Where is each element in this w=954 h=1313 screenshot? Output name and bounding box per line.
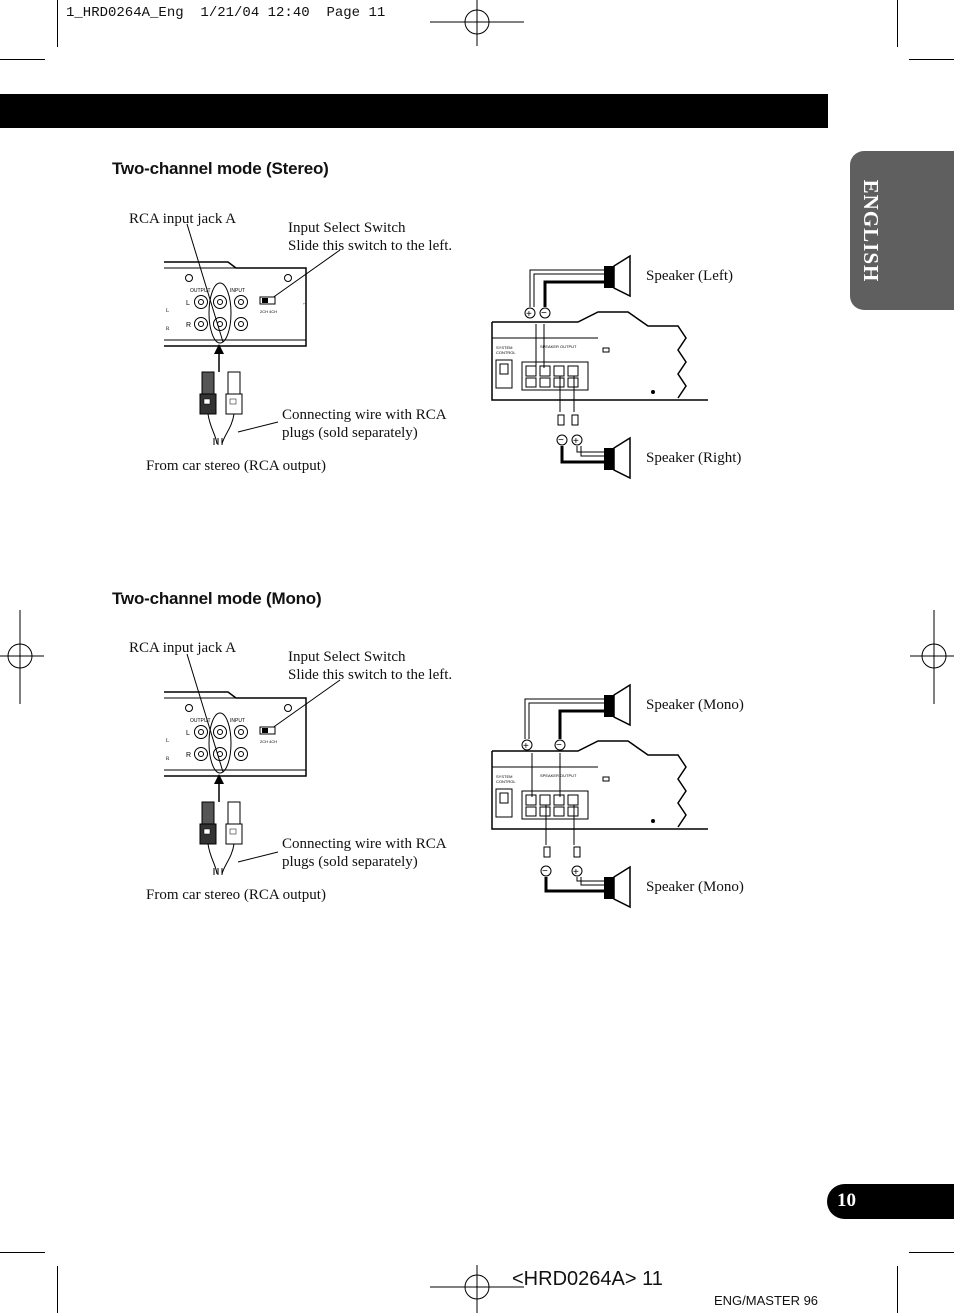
svg-text:−: −: [541, 308, 547, 319]
print-header: 1_HRD0264A_Eng 1/21/04 12:40 Page 11: [66, 5, 386, 21]
svg-text:−: −: [558, 435, 564, 446]
source-label: From car stereo (RCA output): [146, 887, 326, 903]
svg-text:−: −: [542, 866, 548, 877]
svg-text:2CH 4CH: 2CH 4CH: [260, 739, 277, 744]
registration-mark-left: [0, 610, 44, 704]
rca-panel-diagram: OUTPUT INPUT L R 2CH 4CH L R ⌐: [164, 223, 341, 445]
rca-jack-label: RCA input jack A: [129, 640, 237, 656]
amplifier-speaker-diagram: + − SYSTEM CONTROL SPEAKER OUTPUT − +: [491, 254, 708, 480]
svg-text:INPUT: INPUT: [230, 288, 245, 294]
footer-code: <HRD0264A> 11: [512, 1268, 663, 1290]
switch-label: Input Select Switch: [288, 220, 406, 236]
svg-text:R: R: [166, 327, 170, 332]
svg-text:+: +: [526, 309, 532, 320]
speaker-bottom-label: Speaker (Right): [646, 450, 742, 466]
svg-text:R: R: [166, 757, 170, 762]
wire-label-2: plugs (sold separately): [282, 854, 418, 870]
svg-text:OUTPUT: OUTPUT: [190, 718, 211, 724]
svg-text:SPEAKER OUTPUT: SPEAKER OUTPUT: [540, 344, 577, 349]
svg-text:CONTROL: CONTROL: [496, 779, 516, 784]
language-tab-label: ENGLISH: [859, 179, 883, 283]
svg-text:CONTROL: CONTROL: [496, 350, 516, 355]
wire-label: Connecting wire with RCA: [282, 407, 447, 423]
svg-text:SYSTEM: SYSTEM: [496, 774, 512, 779]
svg-text:L: L: [186, 730, 190, 737]
registration-mark-bottom: [430, 1265, 524, 1313]
section-title: Two-channel mode (Mono): [112, 589, 322, 608]
wire-label: Connecting wire with RCA: [282, 836, 447, 852]
registration-mark-right: [910, 610, 954, 704]
amplifier-speaker-diagram: + − SYSTEM CONTROL SPEAKER OUTPUT − +: [491, 683, 708, 909]
svg-text:+: +: [573, 436, 579, 447]
switch-label: Input Select Switch: [288, 649, 406, 665]
svg-text:R: R: [186, 322, 191, 329]
svg-text:L: L: [166, 739, 169, 744]
svg-text:+: +: [523, 741, 529, 752]
source-label: From car stereo (RCA output): [146, 458, 326, 474]
registration-mark-top: [430, 0, 524, 46]
speaker-top-label: Speaker (Mono): [646, 697, 744, 713]
switch-instruction: Slide this switch to the left.: [288, 667, 453, 683]
header-band: [0, 94, 828, 128]
switch-instruction: Slide this switch to the left.: [288, 238, 453, 254]
svg-text:+: +: [573, 867, 579, 878]
footer-master: ENG/MASTER 96: [714, 1293, 819, 1308]
svg-text:SPEAKER OUTPUT: SPEAKER OUTPUT: [540, 773, 577, 778]
svg-text:OUTPUT: OUTPUT: [190, 288, 211, 294]
rca-jack-label: RCA input jack A: [129, 211, 237, 227]
wire-label-2: plugs (sold separately): [282, 425, 418, 441]
language-tab: ENGLISH: [850, 151, 954, 310]
svg-text:2CH 4CH: 2CH 4CH: [260, 309, 277, 314]
rca-panel-diagram: OUTPUT INPUT L R 2CH 4CH L R: [164, 653, 341, 875]
svg-text:⌐: ⌐: [303, 302, 306, 307]
svg-text:R: R: [186, 752, 191, 759]
svg-text:−: −: [556, 740, 562, 751]
svg-text:SYSTEM: SYSTEM: [496, 345, 512, 350]
page-number-tab: 10: [827, 1184, 954, 1219]
svg-text:L: L: [186, 300, 190, 307]
speaker-top-label: Speaker (Left): [646, 268, 734, 284]
svg-text:INPUT: INPUT: [230, 718, 245, 724]
svg-text:L: L: [166, 309, 169, 314]
page-number: 10: [837, 1190, 856, 1211]
section-title: Two-channel mode (Stereo): [112, 159, 329, 178]
speaker-bottom-label: Speaker (Mono): [646, 879, 744, 895]
